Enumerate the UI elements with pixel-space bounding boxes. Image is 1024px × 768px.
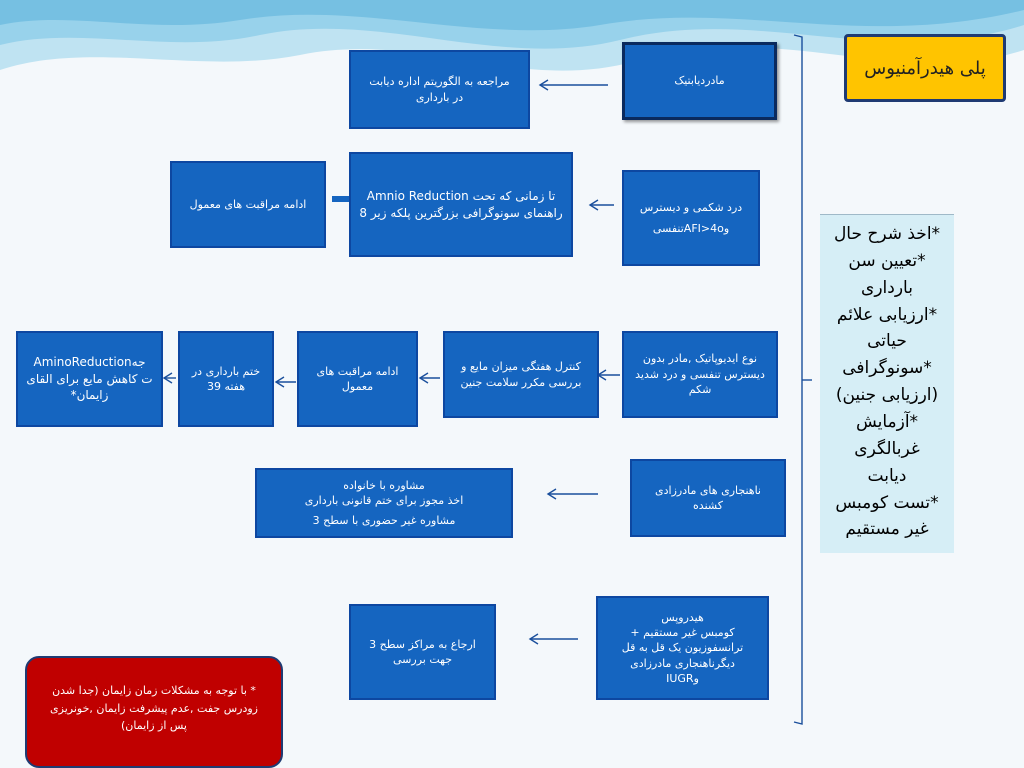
amino-reduction-box: جهAminoReduction ت کاهش مایع برای القای …: [16, 331, 163, 427]
diabetic-action-box: مراجعه به الگوریتم اداره دیابت در باردار…: [349, 50, 530, 129]
assessment-line: بارداری: [861, 277, 913, 298]
distress-condition-line: درد شکمی و دیسترس: [639, 200, 743, 214]
terminate-pregnancy-box: ختم بارداری در هفته 39: [178, 331, 274, 427]
amnio-reduction-line: تا زمانی که تحت Amnio Reduction: [366, 188, 556, 203]
amino-reduction-line: جهAminoReduction: [33, 354, 146, 369]
note-line: * با توجه به مشکلات زمان زایمان (جدا شدن: [52, 684, 256, 697]
hydrops-condition-line: کومبس غیر مستقیم +: [630, 625, 735, 639]
assessment-line: *تعیین سن: [848, 250, 926, 271]
header-wave-background: [0, 0, 1024, 71]
idiopathic-condition-line: دیسترس تنفسی و درد شدید: [635, 367, 765, 381]
assessment-line: دیابت: [867, 465, 907, 486]
idiopathic-condition-box: نوع ایدیوپاتیک ,مادر بدون دیسترس تنفسی و…: [622, 331, 778, 418]
amino-reduction-line: ت کاهش مایع برای القای: [26, 371, 153, 386]
assessment-line: *تست کومبس: [835, 492, 939, 513]
amnio-reduction-line: راهنمای سونوگرافی بزرگترین پلکه زیر 8: [359, 205, 563, 220]
diabetic-condition-text: مادردیابتیک: [674, 74, 725, 88]
family-counseling-line: مشاوره با خانواده: [343, 478, 425, 492]
hydrops-condition-line: ترانسفوزیون یک قل به قل: [621, 641, 744, 655]
hydrops-condition-line: هیدروپس: [661, 610, 704, 624]
weekly-monitoring-line: کنترل هفتگی میزان مایع و: [461, 360, 581, 374]
terminate-pregnancy-line: هفته 39: [206, 380, 246, 393]
continue-care-line: معمول: [341, 380, 374, 393]
assessment-line: غیر مستقیم: [845, 519, 929, 540]
assessment-line: *ارزیابی علائم: [836, 304, 938, 325]
assessment-line: غربالگری: [854, 438, 920, 459]
hydrops-condition-line: دیگرناهنجاری مادرزادی: [630, 656, 735, 670]
continue-care-box: ادامه مراقبت های معمول: [297, 331, 418, 427]
distress-connector-bar: [332, 196, 350, 202]
note-line: پس از زایمان): [121, 719, 187, 733]
family-counseling-line: اخذ مجوز برای ختم قانونی بارداری: [304, 494, 464, 508]
note-line: زودرس جفت ,عدم پیشرفت زایمان ,خونریزی: [50, 701, 258, 715]
distress-condition-box: درد شکمی و دیسترس وAFI>4oتنفسی: [622, 170, 760, 266]
assessment-line: (ارزیابی جنین): [835, 385, 939, 406]
routine-care-box: ادامه مراقبت های معمول: [170, 161, 326, 248]
referral-box: ارجاع به مراکز سطح 3 جهت بررسی: [349, 604, 496, 700]
anomaly-condition-box: ناهنجاری های مادرزادی کشنده: [630, 459, 786, 537]
assessment-line: *آزمایش: [855, 412, 919, 433]
assessment-line: *اخذ شرح حال: [833, 224, 941, 244]
anomaly-condition-line: ناهنجاری های مادرزادی: [655, 483, 761, 497]
hydrops-condition-line: وIUGR: [666, 672, 699, 686]
weekly-monitoring-box: کنترل هفتگی میزان مایع و بررسی مکرر سلام…: [443, 331, 599, 418]
diabetic-action-line: در بارداری: [415, 90, 464, 104]
assessment-line: *سونوگرافی: [842, 358, 932, 379]
terminate-pregnancy-line: ختم بارداری در: [191, 364, 261, 378]
idiopathic-condition-line: شکم: [688, 383, 712, 397]
weekly-monitoring-line: بررسی مکرر سلامت جنین: [460, 375, 582, 389]
routine-care-text: ادامه مراقبت های معمول: [189, 197, 307, 211]
bracket-line: [793, 34, 803, 725]
page-title: پلی هیدرآمنیوس: [844, 34, 1006, 102]
idiopathic-condition-line: نوع ایدیوپاتیک ,مادر بدون: [642, 352, 758, 366]
amino-reduction-line: زایمان*: [70, 388, 109, 403]
continue-care-line: ادامه مراقبت های: [316, 364, 399, 378]
family-counseling-box: مشاوره با خانواده اخذ مجوز برای ختم قانو…: [255, 468, 513, 538]
distress-condition-line: وAFI>4oتنفسی: [652, 222, 730, 235]
amnio-reduction-box: تا زمانی که تحت Amnio Reduction راهنمای …: [349, 152, 573, 257]
hydrops-condition-box: هیدروپس کومبس غیر مستقیم + ترانسفوزیون ی…: [596, 596, 769, 700]
assessment-line: حیاتی: [867, 331, 907, 352]
family-counseling-line: مشاوره غیر حضوری با سطح 3: [312, 513, 456, 527]
anomaly-condition-line: کشنده: [693, 499, 723, 512]
diabetic-action-line: مراجعه به الگوریتم اداره دیابت: [369, 75, 510, 89]
delivery-complications-note: * با توجه به مشکلات زمان زایمان (جدا شدن…: [25, 656, 283, 768]
diabetic-condition-box: مادردیابتیک: [622, 42, 777, 120]
referral-line: ارجاع به مراکز سطح 3: [369, 637, 476, 651]
referral-line: جهت بررسی: [393, 653, 452, 666]
assessment-panel: *اخذ شرح حال *تعیین سن بارداری *ارزیابی …: [820, 214, 954, 553]
